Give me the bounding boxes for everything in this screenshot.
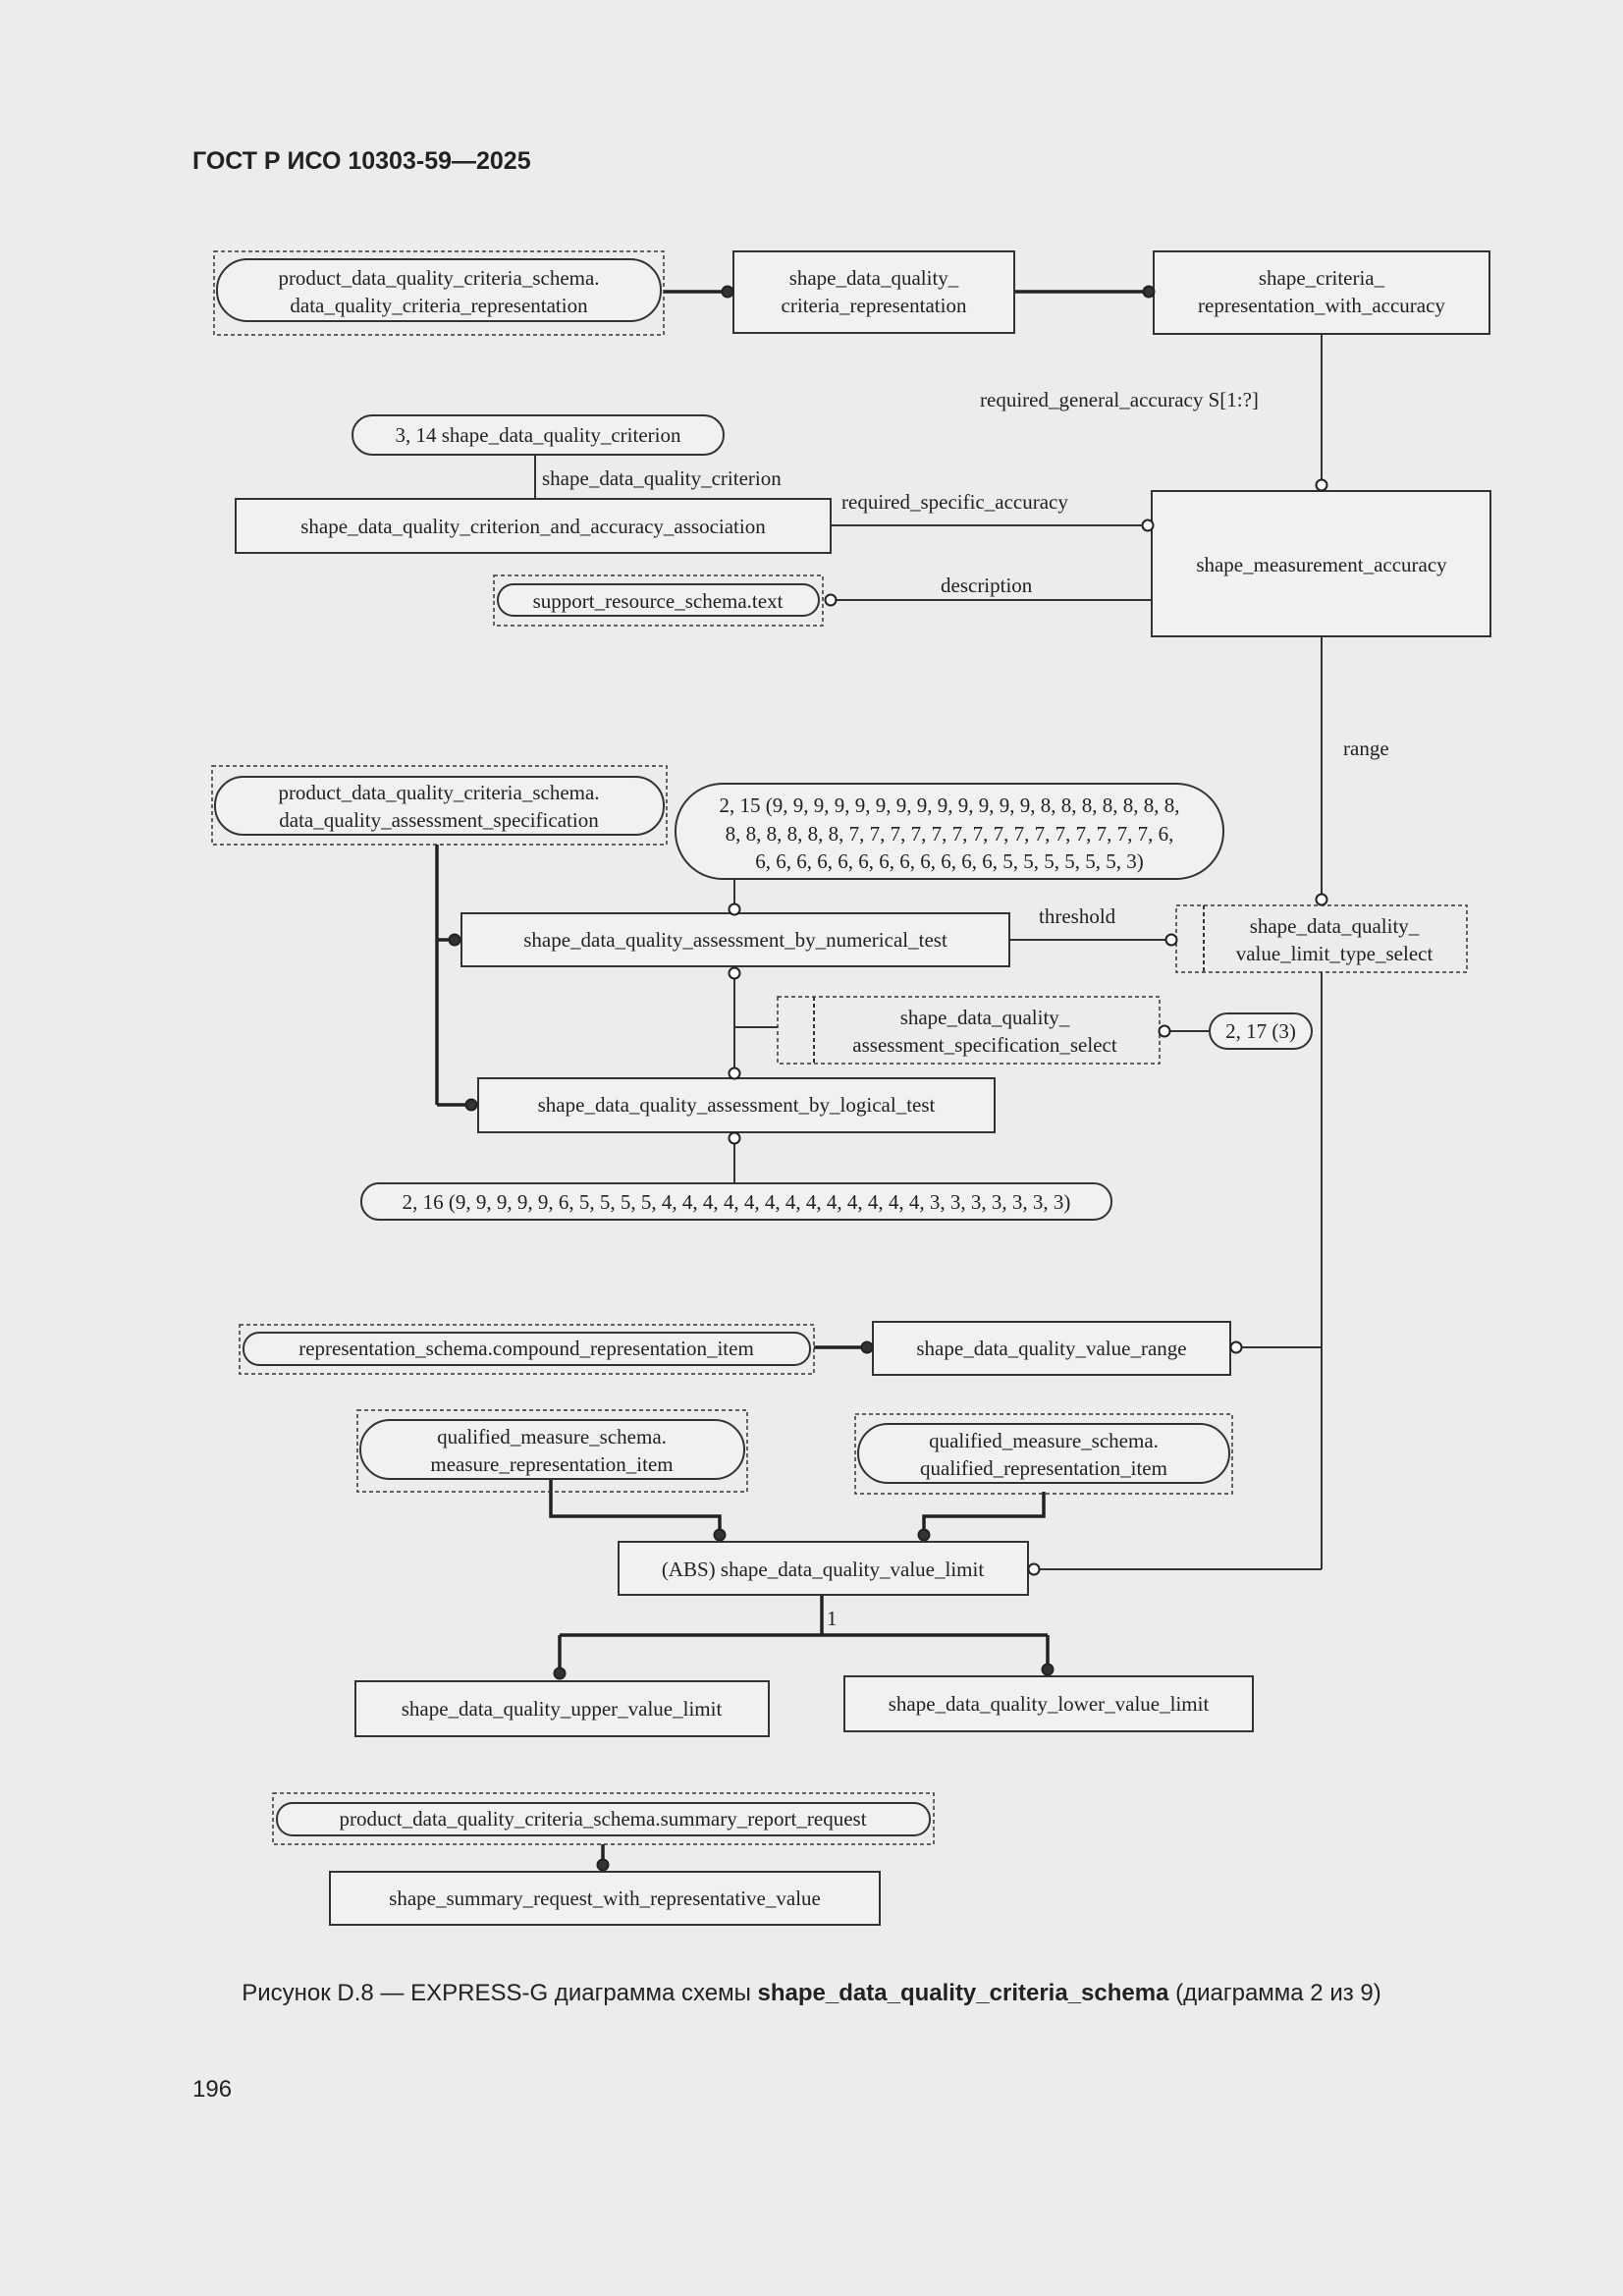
svg-text:3, 14 shape_data_quality_crite: 3, 14 shape_data_quality_criterion [396,423,681,447]
node-lower-value-limit: shape_data_quality_lower_value_limit [843,1675,1254,1732]
node-support-resource-text: support_resource_schema.text [493,574,824,627]
caption-suffix: (диаграмма 2 из 9) [1168,1980,1381,2006]
svg-text:shape_data_quality_assessment_: shape_data_quality_assessment_by_numeric… [523,928,947,952]
svg-text:measure_representation_item: measure_representation_item [430,1452,673,1476]
node-reference-2-15: 2, 15 (9, 9, 9, 9, 9, 9, 9, 9, 9, 9, 9, … [675,783,1224,880]
node-reference-2-17: 2, 17 (3) [1209,1012,1313,1050]
node-qualified-representation-item: qualified_measure_schema. qualified_repr… [854,1413,1233,1495]
svg-text:shape_data_quality_assessment_: shape_data_quality_assessment_by_logical… [538,1093,936,1117]
label-shape-data-quality-criterion: shape_data_quality_criterion [542,466,782,490]
node-upper-value-limit: shape_data_quality_upper_value_limit [354,1680,770,1737]
svg-text:shape_criteria_: shape_criteria_ [1259,266,1385,290]
node-criterion-accuracy-association: shape_data_quality_criterion_and_accurac… [235,498,832,554]
figure-caption: Рисунок D.8 — EXPRESS-G диаграмма схемы … [0,1980,1623,2007]
svg-text:shape_data_quality_: shape_data_quality_ [789,266,959,290]
svg-text:data_quality_criteria_represen: data_quality_criteria_representation [290,294,588,317]
svg-text:shape_data_quality_upper_value: shape_data_quality_upper_value_limit [402,1697,723,1721]
svg-text:support_resource_schema.text: support_resource_schema.text [533,589,784,613]
label-threshold: threshold [1039,904,1116,928]
caption-schema-name: shape_data_quality_criteria_schema [757,1980,1169,2006]
svg-text:6, 6, 6, 6, 6, 6, 6, 6, 6, 6,: 6, 6, 6, 6, 6, 6, 6, 6, 6, 6, 6, 6, 5, 5… [755,849,1144,873]
node-abs-value-limit: (ABS) shape_data_quality_value_limit [618,1541,1029,1596]
document-header: ГОСТ Р ИСО 10303-59—2025 [192,147,531,175]
node-value-limit-type-select: shape_data_quality_ value_limit_type_sel… [1175,904,1468,973]
svg-text:2, 17 (3): 2, 17 (3) [1225,1019,1296,1043]
svg-text:shape_data_quality_value_range: shape_data_quality_value_range [916,1337,1186,1360]
connectors [435,290,1323,1861]
svg-text:2, 16 (9, 9, 9, 9, 9, 6, 5, 5,: 2, 16 (9, 9, 9, 9, 9, 6, 5, 5, 5, 5, 4, … [403,1190,1071,1214]
node-shape-criteria-representation-with-accuracy: shape_criteria_ representation_with_accu… [1153,250,1490,335]
node-pdqc-assessment-specification: product_data_quality_criteria_schema. da… [211,765,668,846]
label-required-specific-accuracy: required_specific_accuracy [841,490,1068,514]
svg-text:shape_data_quality_: shape_data_quality_ [900,1006,1070,1029]
node-assessment-by-numerical-test: shape_data_quality_assessment_by_numeric… [460,912,1010,967]
svg-text:shape_data_quality_lower_value: shape_data_quality_lower_value_limit [889,1692,1210,1716]
svg-text:data_quality_assessment_specif: data_quality_assessment_specification [279,808,599,832]
svg-text:value_limit_type_select: value_limit_type_select [1236,942,1434,965]
node-pdqc-criteria-representation: product_data_quality_criteria_schema. da… [213,250,665,336]
svg-text:qualified_measure_schema.: qualified_measure_schema. [437,1425,667,1449]
svg-text:product_data_quality_criteria_: product_data_quality_criteria_schema.sum… [339,1807,866,1831]
node-shape-measurement-accuracy: shape_measurement_accuracy [1151,490,1491,637]
svg-text:representation_with_accuracy: representation_with_accuracy [1198,294,1445,317]
caption-prefix: Рисунок D.8 — EXPRESS-G диаграмма схемы [242,1980,758,2006]
label-range: range [1343,737,1389,760]
svg-text:qualified_representation_item: qualified_representation_item [920,1456,1167,1480]
label-description: description [941,574,1033,597]
node-criterion-reference: 3, 14 shape_data_quality_criterion [352,414,725,456]
svg-text:representation_schema.compound: representation_schema.compound_represent… [298,1337,754,1360]
svg-text:shape_summary_request_with_rep: shape_summary_request_with_representativ… [389,1886,821,1910]
node-summary-request-representative-value: shape_summary_request_with_representativ… [329,1871,881,1926]
svg-text:shape_data_quality_: shape_data_quality_ [1250,914,1420,938]
svg-text:assessment_specification_selec: assessment_specification_select [852,1033,1117,1057]
svg-text:qualified_measure_schema.: qualified_measure_schema. [929,1429,1159,1452]
label-oneof: 1 [827,1607,838,1630]
svg-text:criteria_representation: criteria_representation [782,294,967,317]
svg-text:8, 8, 8, 8, 8, 8, 7, 7, 7, 7,: 8, 8, 8, 8, 8, 8, 7, 7, 7, 7, 7, 7, 7, 7… [726,822,1174,846]
svg-text:product_data_quality_criteria_: product_data_quality_criteria_schema. [278,781,599,804]
node-summary-report-request: product_data_quality_criteria_schema.sum… [272,1792,935,1845]
page-number: 196 [192,2076,233,2103]
relationship-markers [448,285,1328,1872]
svg-text:2, 15 (9, 9, 9, 9, 9, 9, 9, 9,: 2, 15 (9, 9, 9, 9, 9, 9, 9, 9, 9, 9, 9, … [720,793,1180,817]
node-reference-2-16: 2, 16 (9, 9, 9, 9, 9, 6, 5, 5, 5, 5, 4, … [360,1182,1112,1221]
node-value-range: shape_data_quality_value_range [872,1321,1231,1376]
svg-text:(ABS) shape_data_quality_value: (ABS) shape_data_quality_value_limit [662,1558,985,1581]
label-required-general-accuracy: required_general_accuracy S[1:?] [980,388,1259,411]
node-compound-representation-item: representation_schema.compound_represent… [239,1324,815,1375]
svg-text:product_data_quality_criteria_: product_data_quality_criteria_schema. [278,266,599,290]
node-assessment-specification-select: shape_data_quality_ assessment_specifica… [777,996,1161,1065]
node-assessment-by-logical-test: shape_data_quality_assessment_by_logical… [477,1077,996,1133]
svg-text:shape_data_quality_criterion_a: shape_data_quality_criterion_and_accurac… [300,515,766,538]
node-sdq-criteria-representation: shape_data_quality_ criteria_representat… [732,250,1015,334]
node-measure-representation-item: qualified_measure_schema. measure_repres… [356,1409,748,1493]
svg-text:shape_measurement_accuracy: shape_measurement_accuracy [1196,553,1447,576]
